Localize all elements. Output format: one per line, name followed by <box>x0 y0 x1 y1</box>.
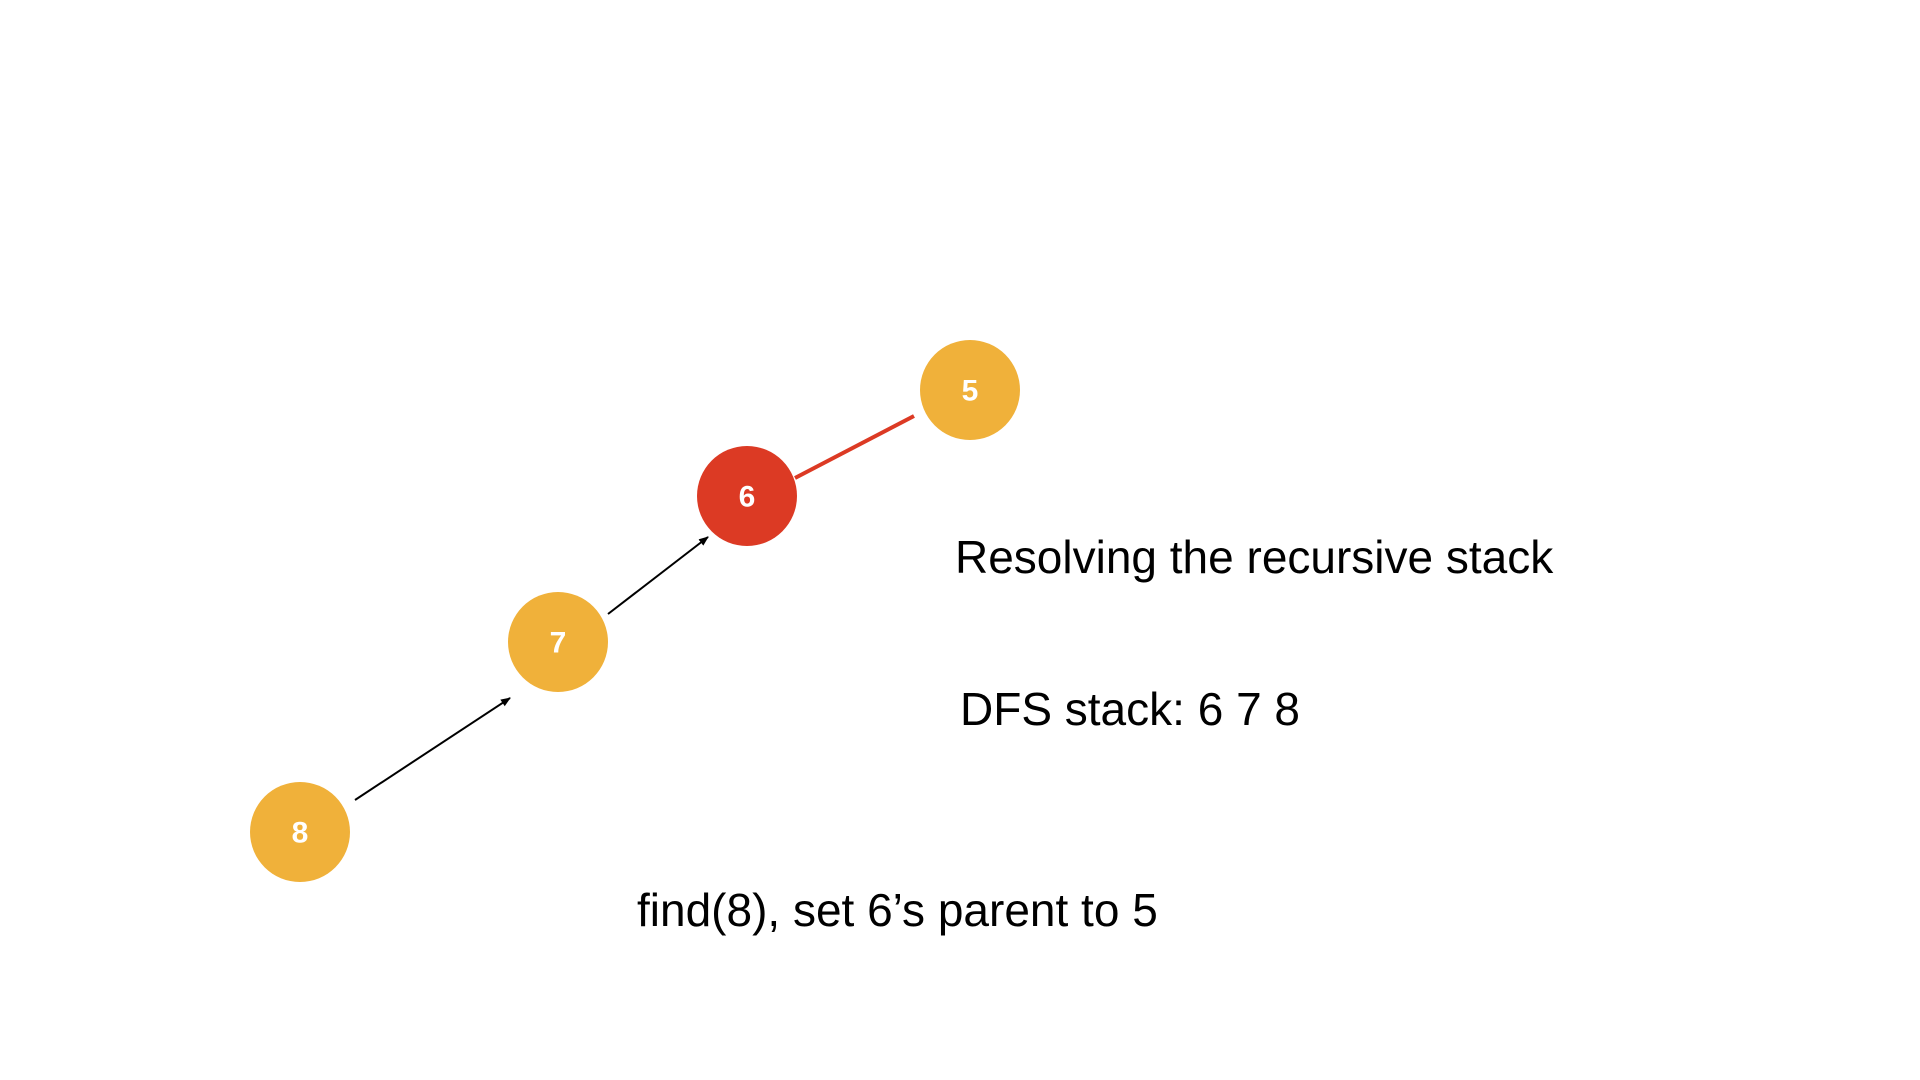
node-7: 7 <box>508 592 608 692</box>
node-8-label: 8 <box>292 817 309 850</box>
dfs-stack-text: DFS stack: 6 7 8 <box>960 683 1301 735</box>
edge-new-parent-6-to-5 <box>794 414 915 480</box>
edge-arrow-7-to-6 <box>607 536 709 615</box>
node-6-label: 6 <box>739 481 756 514</box>
node-6: 6 <box>697 446 797 546</box>
node-5-label: 5 <box>962 375 979 408</box>
step-description: find(8), set 6’s parent to 5 <box>637 884 1158 936</box>
node-8: 8 <box>250 782 350 882</box>
edge-arrow-8-to-7 <box>354 697 511 801</box>
slide-heading: Resolving the recursive stack <box>955 531 1554 583</box>
node-5: 5 <box>920 340 1020 440</box>
node-7-label: 7 <box>550 627 567 660</box>
